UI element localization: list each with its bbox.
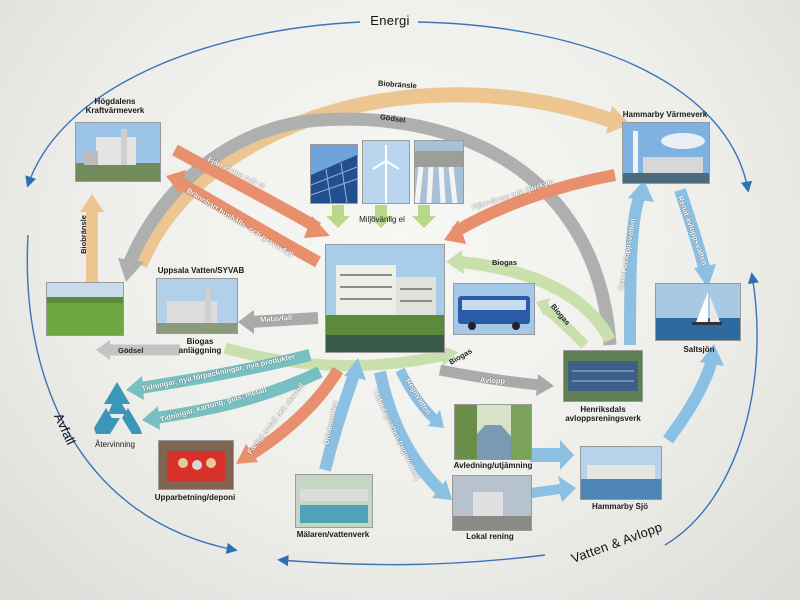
biogas-right-text: Biogas — [492, 258, 518, 267]
el-arrow-3 — [412, 205, 436, 228]
hogdalens-photo — [75, 122, 161, 182]
sjo-to-saltsjon-arrow — [663, 358, 718, 444]
vatten-cycle-arrow-right — [664, 272, 759, 546]
hammarby-sjo-label: Hammarby Sjö — [591, 502, 649, 511]
energi-cycle-arrow-right — [417, 21, 753, 193]
avledning-label: Avledning/utjämning — [453, 461, 533, 470]
el-arrow-2 — [369, 205, 393, 228]
biogas-low-arrow — [223, 342, 447, 371]
el-arrow-1 — [326, 205, 350, 228]
atervinning-label: Återvinning — [94, 440, 136, 449]
trafikdagvatten-arrow — [374, 370, 445, 495]
renat-up-arrow — [624, 192, 646, 346]
hammarby-varmeverk-label: Hammarby Värmeverk — [622, 110, 708, 119]
godsel-left-text: Gödsel — [118, 346, 144, 355]
biogas-bus-arrow — [541, 304, 589, 349]
saltsjon-label: Saltsjön — [683, 345, 715, 354]
upparbetning-photo — [158, 440, 234, 490]
renat-down-arrow — [674, 188, 711, 274]
recycling-symbol — [84, 378, 150, 436]
avlopp-arrow — [438, 364, 541, 391]
matavfall-arrow — [249, 312, 319, 328]
farligt-avfall-arrow — [246, 366, 344, 461]
saltsjon-photo — [655, 283, 741, 341]
avfall-cycle-arrow — [26, 234, 238, 554]
biogas-anlaggning-label: Biogas anläggning — [178, 337, 222, 356]
uppsala-photo — [156, 278, 238, 334]
lokal-rening-photo — [452, 475, 532, 531]
vatten-cycle-arrow-bottom — [277, 554, 546, 567]
henriksdals-photo — [563, 350, 643, 402]
solar-panel-photo — [310, 144, 358, 204]
hammarby-sjostad-photo — [325, 244, 445, 353]
uppsala-label: Uppsala Vatten/SYVAB — [157, 266, 245, 275]
avledning-photo — [454, 404, 532, 460]
fjarrvarme-el-arrow — [172, 144, 322, 234]
biobransle-left-text: Biobränsle — [78, 215, 88, 254]
hammarby-varmeverk-photo — [622, 122, 710, 184]
malaren-label: Mälaren/vattenverk — [296, 530, 370, 539]
lokal-rening-label: Lokal rening — [466, 532, 514, 541]
tidningar-kartong-arrow — [154, 366, 323, 424]
malaren-photo — [295, 474, 373, 528]
biogas-right-arrow — [459, 256, 616, 343]
wind-turbine-photo — [362, 140, 410, 204]
miljovanlig-el-label: Miljövänlig el — [359, 215, 405, 224]
energi-label: Energi — [370, 13, 410, 28]
brannbart-arrow — [175, 176, 321, 268]
regnvatten-arrow — [395, 367, 439, 424]
dricksvatten-arrow — [319, 369, 361, 472]
bus-photo — [453, 283, 535, 335]
hogdalens-label: Högdalens Kraftvärmeverk — [85, 97, 145, 116]
field-photo — [46, 282, 124, 336]
avledning-to-sjo-arrow — [530, 440, 574, 470]
lokal-to-sjo-arrow — [530, 476, 576, 502]
upparbetning-label: Upparbetning/deponi — [154, 493, 236, 502]
hammarby-sjo-photo — [580, 446, 662, 500]
fjarrvarme-kyla-arrow — [451, 169, 617, 238]
henriksdals-label: Henriksdals avloppsreningsverk — [565, 405, 641, 424]
hydro-dam-photo — [414, 140, 464, 204]
avlopp-text: Avlopp — [479, 375, 506, 386]
energi-cycle-arrow-left — [25, 21, 361, 188]
tidningar-produkter-arrow — [139, 349, 312, 394]
